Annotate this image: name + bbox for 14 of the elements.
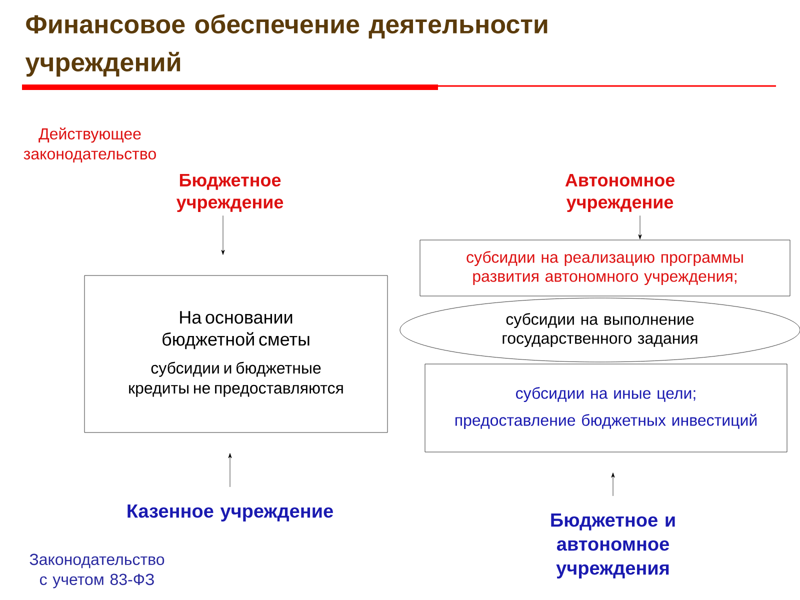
legislation-note: Действующее законодательство	[24, 127, 156, 163]
institution-heading: Бюджетное и автономное учреждения	[551, 514, 675, 578]
arrow	[611, 472, 615, 496]
institution-heading: Казенное учреждение	[128, 504, 333, 522]
subsidy-box: субсидии на иные цели; предоставление бюджетных инвестиций	[424, 364, 788, 452]
arrow	[221, 215, 225, 255]
subsidy-box: субсидии на реализацию программы развития автономного учреждения;	[420, 240, 790, 296]
arrow	[638, 215, 642, 240]
funding-box: На основании бюджетной сметы субсидии и бюджетные кредиты не предоставляются	[84, 275, 388, 433]
legislation-note: Законодательство с учетом 83-ФЗ	[30, 554, 164, 588]
institution-heading: Автономное учреждение	[565, 174, 675, 212]
arrow	[228, 453, 232, 488]
title: Финансовое обеспечение деятельности учреждений	[25, 14, 548, 77]
institution-heading: Бюджетное учреждение	[176, 174, 284, 212]
